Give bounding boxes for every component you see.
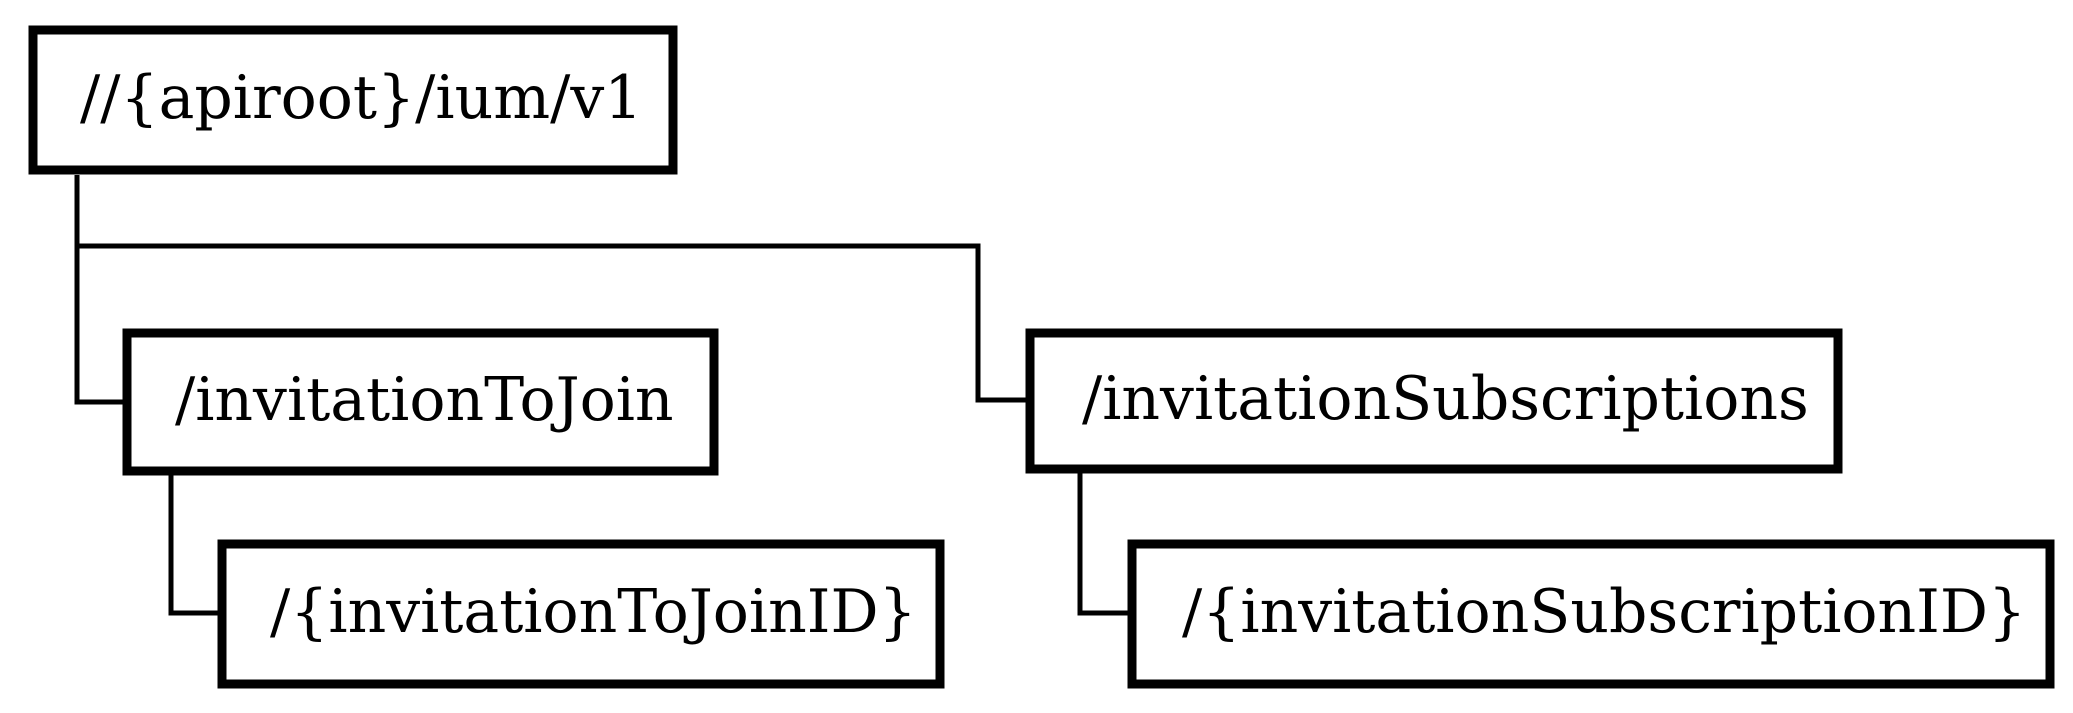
node-invitation-to-join-id: /{invitationToJoinID}	[217, 539, 945, 689]
connector-root-to-invitation-to-join	[74, 175, 127, 405]
node-invitation-to-join: /invitationToJoin	[122, 328, 719, 476]
node-invitation-subscriptions: /invitationSubscriptions	[1025, 328, 1843, 474]
node-root: //{apiroot}/ium/v1	[28, 25, 678, 175]
node-root-label: //{apiroot}/ium/v1	[80, 63, 642, 133]
node-invitation-subscription-id: /{invitationSubscriptionID}	[1127, 539, 2055, 689]
node-invitation-to-join-id-label: /{invitationToJoinID}	[270, 577, 917, 647]
node-invitation-to-join-label: /invitationToJoin	[175, 365, 674, 435]
connector-invitation-subscriptions-to-id	[1077, 472, 1132, 616]
connector-root-to-invitation-subscriptions	[77, 243, 1030, 403]
node-invitation-subscriptions-label: /invitationSubscriptions	[1082, 364, 1809, 434]
connector-invitation-to-join-to-id	[168, 475, 222, 616]
node-invitation-subscription-id-label: /{invitationSubscriptionID}	[1182, 577, 2026, 647]
